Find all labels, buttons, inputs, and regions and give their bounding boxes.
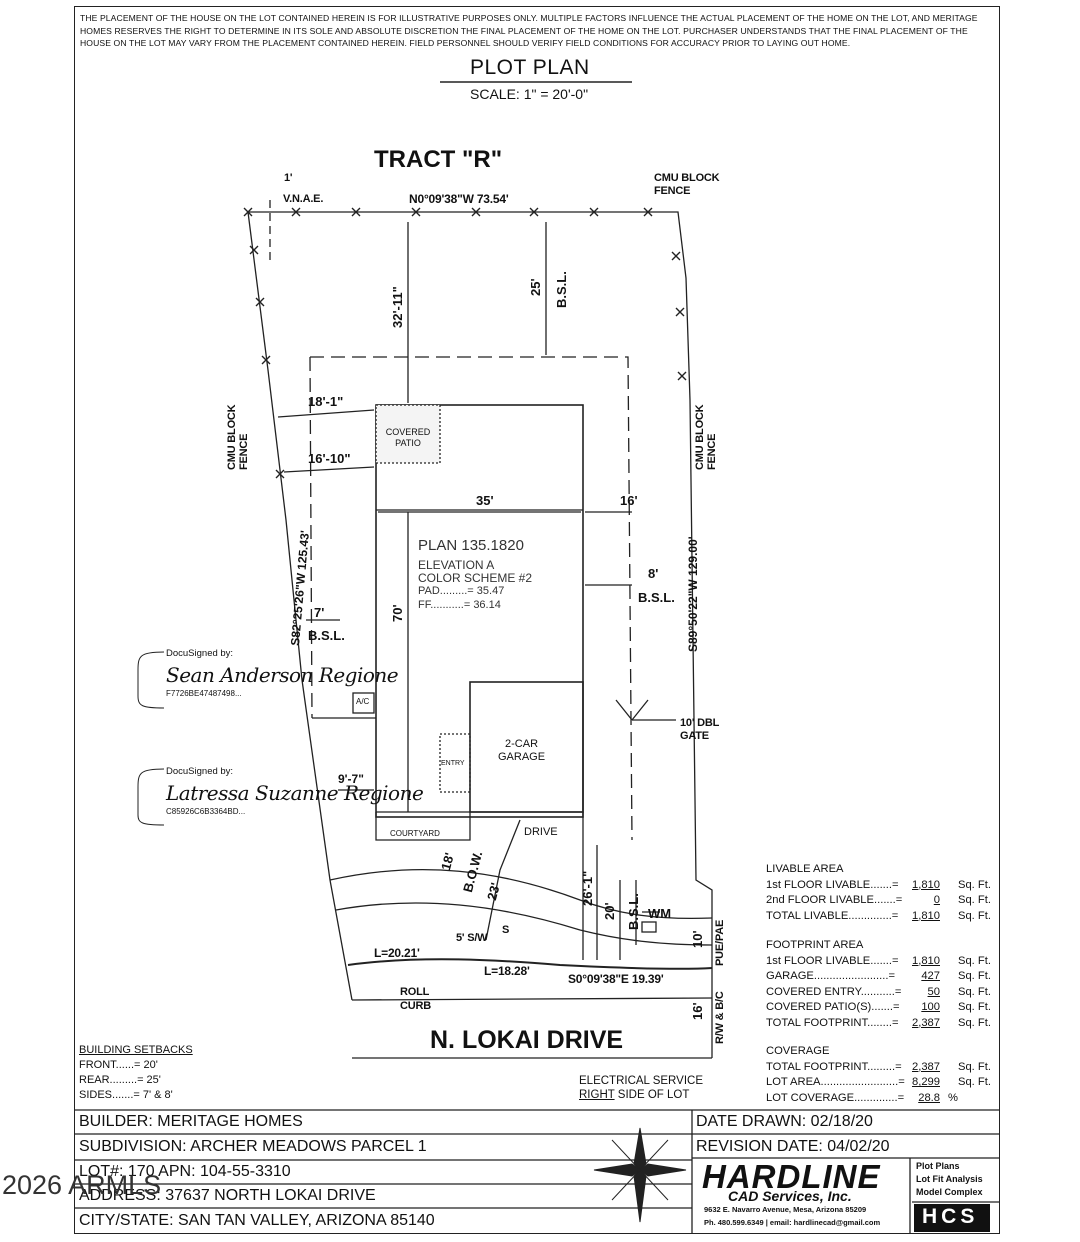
north-bearing-label: N0°09'38"W 73.54' <box>409 192 509 206</box>
subdivision-field: SUBDIVISION: ARCHER MEADOWS PARCEL 1 <box>79 1138 427 1155</box>
city-state-field: CITY/STATE: SAN TAN VALLEY, ARIZONA 8514… <box>79 1212 435 1229</box>
table-heading: FOOTPRINT AREA <box>766 939 864 951</box>
table-row: SIDES.......= 7' & 8' <box>79 1089 173 1101</box>
left-fence-label: CMU BLOCK FENCE <box>226 404 250 470</box>
dimension-9-7: 9'-7" <box>338 772 364 786</box>
sewer-label: S <box>502 924 510 936</box>
company-subtitle: CAD Services, Inc. <box>728 1188 852 1204</box>
plan-color-scheme: COLOR SCHEME #2 <box>418 571 533 585</box>
mls-watermark: 2026 ARMLS <box>2 1170 162 1200</box>
signature-2: Latressa Suzanne Regione <box>166 781 424 805</box>
side-dimension-8: 8' <box>648 566 659 581</box>
tract-label: TRACT "R" <box>374 146 503 173</box>
table-row: FRONT......= 20' <box>79 1059 158 1071</box>
electrical-service-note: ELECTRICAL SERVICE RIGHT SIDE OF LOT <box>579 1075 703 1101</box>
right-of-way-label: R/W & B/C <box>714 991 726 1044</box>
plan-elevation: ELEVATION A <box>418 558 495 572</box>
rear-bsl-label: B.S.L. <box>554 271 569 308</box>
plan-pad: PAD.........= 35.47 <box>418 585 505 597</box>
address-field: ADDRESS: 37637 NORTH LOKAI DRIVE <box>79 1187 376 1204</box>
side-dimension-16: 16' <box>620 493 638 508</box>
signature-2-id: C85926C6B3364BD... <box>166 807 246 816</box>
entry-label: ENTRY <box>441 760 465 767</box>
rear-dimension: 32'-11" <box>390 286 405 328</box>
table-row: LOT COVERAGE..............=28.8% <box>766 1091 958 1104</box>
signature-block-1: DocuSigned by: Sean Anderson Regione F77… <box>166 648 399 698</box>
dimension-20: 20' <box>602 902 617 920</box>
east-bearing-label: S89°50'22"W 129.00' <box>686 536 700 652</box>
plot-plan-title: PLOT PLAN <box>470 56 590 79</box>
table-row: REAR.........= 25' <box>79 1074 161 1086</box>
right-bsl-label: B.S.L. <box>638 590 675 605</box>
signature-block-2: DocuSigned by: Latressa Suzanne Regione … <box>166 766 424 816</box>
company-contact: Ph. 480.599.6349 | email: hardlinecad@gm… <box>704 1218 881 1227</box>
footprint-area-table: FOOTPRINT AREA 1st FLOOR LIVABLE.......=… <box>766 938 998 1031</box>
table-heading: LIVABLE AREA <box>766 863 844 875</box>
signature-1: Sean Anderson Regione <box>166 663 399 687</box>
sidewalk-label: 5' S/W <box>456 932 488 944</box>
rear-setback-dimension: 25' <box>528 278 543 296</box>
lot-apn-field: LOT#: 170 APN: 104-55-3310 <box>79 1163 291 1180</box>
pue-pae-label: PUE/PAE <box>714 919 726 966</box>
docusign-label: DocuSigned by: <box>166 766 234 777</box>
curve-length-2: L=18.28' <box>484 964 530 978</box>
revision-date-field: REVISION DATE: 04/02/20 <box>696 1138 890 1155</box>
drawing-sheet-border <box>74 6 1000 1234</box>
ac-unit-label: A/C <box>356 697 370 706</box>
plot-plan-scale: SCALE: 1" = 20'-0" <box>470 86 589 102</box>
water-meter-label: WM <box>648 906 672 921</box>
plan-ff: FF...........= 36.14 <box>418 599 501 611</box>
dimension-10: 10' <box>690 930 705 948</box>
side-dimension-7: 7' <box>314 605 325 620</box>
dimension-16-10: 16'-10" <box>308 451 351 466</box>
docusign-label: DocuSigned by: <box>166 648 234 659</box>
street-name: N. LOKAI DRIVE <box>430 1026 624 1054</box>
front-bsl-label: B.S.L. <box>626 893 641 930</box>
table-heading: BUILDING SETBACKS <box>79 1044 193 1056</box>
signature-1-id: F7726BE47487498... <box>166 689 242 698</box>
date-drawn-field: DATE DRAWN: 02/18/20 <box>696 1113 873 1130</box>
vnae-label: V.N.A.E. <box>283 193 324 205</box>
drive-label: DRIVE <box>524 826 558 838</box>
company-address: 9632 E. Navarro Avenue, Mesa, Arizona 85… <box>704 1205 867 1214</box>
house-depth-dimension: 70' <box>390 604 405 622</box>
vnae-dimension: 1' <box>284 172 293 184</box>
right-fence-label: CMU BLOCK FENCE <box>694 404 718 470</box>
dimension-18-1: 18'-1" <box>308 394 344 409</box>
dimension-16-row: 16' <box>690 1002 705 1020</box>
curve-length-1: L=20.21' <box>374 946 420 960</box>
building-setbacks-table: BUILDING SETBACKS FRONT......= 20' REAR.… <box>79 1043 193 1103</box>
plan-name: PLAN 135.1820 <box>418 537 524 554</box>
dimension-26-1: 26'-1" <box>580 870 595 906</box>
disclaimer-text: THE PLACEMENT OF THE HOUSE ON THE LOT CO… <box>80 13 978 48</box>
livable-area-table: LIVABLE AREA 1st FLOOR LIVABLE.......=1,… <box>766 862 998 924</box>
builder-field: BUILDER: MERITAGE HOMES <box>79 1113 303 1130</box>
table-heading: COVERAGE <box>766 1045 830 1057</box>
south-bearing-label: S0°09'38"E 19.39' <box>568 972 664 986</box>
left-bsl-label: B.S.L. <box>308 628 345 643</box>
company-logo-name: HARDLINE <box>702 1158 881 1195</box>
hcs-logo: HCS <box>922 1205 979 1228</box>
house-width-dimension: 35' <box>476 493 494 508</box>
courtyard-label: COURTYARD <box>390 829 440 838</box>
